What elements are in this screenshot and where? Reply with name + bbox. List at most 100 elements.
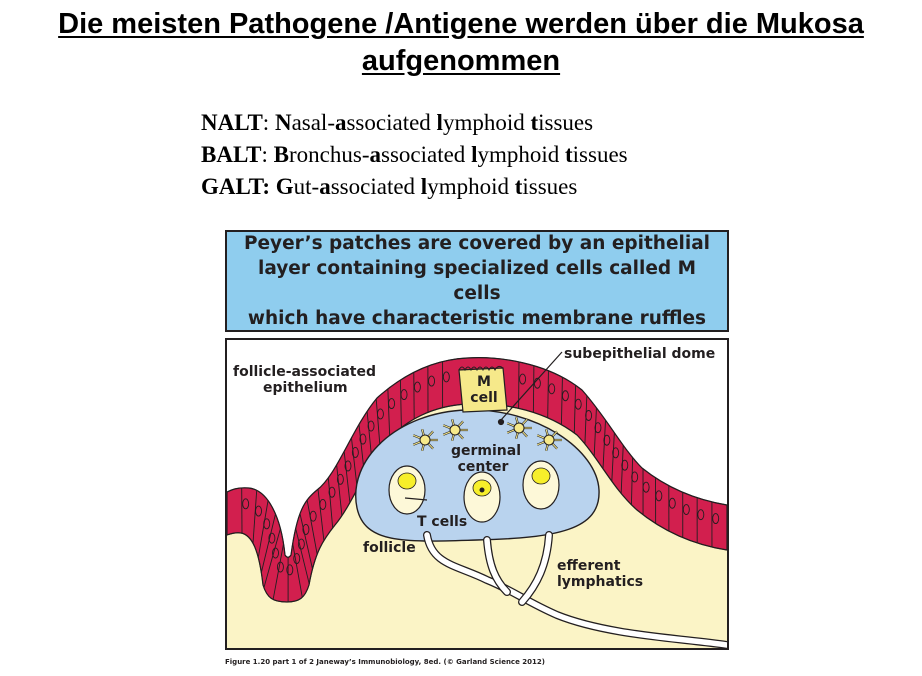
peyers-patch-diagram: follicle-associated epithelium M cell su… <box>225 338 729 650</box>
figure-heading-line1: Peyer’s patches are covered by an epithe… <box>243 233 711 254</box>
epithelial-cell-border <box>620 445 624 494</box>
figure-heading-box: Peyer’s patches are covered by an epithe… <box>225 230 729 332</box>
epithelial-cell-border <box>584 395 588 444</box>
epithelial-nucleus <box>712 513 720 525</box>
germinal-center-left <box>397 472 417 490</box>
epithelial-nucleus <box>359 433 367 445</box>
follicle-group <box>388 460 560 523</box>
germinal-center-right <box>531 467 551 485</box>
epithelial-nucleus <box>286 564 294 576</box>
acronym-abbr: BALT <box>201 142 262 167</box>
epithelial-nucleus <box>367 420 375 432</box>
epithelial-nucleus <box>336 473 344 485</box>
epithelial-cell-border <box>299 513 313 569</box>
epithelial-cell-border <box>343 451 351 503</box>
epithelial-cell-border <box>306 499 318 555</box>
epithelial-nucleus <box>272 547 279 559</box>
epithelial-nucleus <box>631 471 639 483</box>
epithelial-nucleus <box>413 381 421 393</box>
germinal-center-label-line1: germinal <box>451 443 522 459</box>
fae-label-line2: epithelium <box>263 380 348 396</box>
epithelial-nucleus <box>682 504 690 515</box>
figure-heading-line2: layer containing specialized cells calle… <box>257 258 696 304</box>
epithelial-nucleus <box>594 422 602 434</box>
epithelial-cell-border <box>399 380 402 428</box>
epithelial-nucleus <box>293 553 301 565</box>
dendritic-cell <box>506 416 532 440</box>
epithelial-nucleus <box>344 460 352 472</box>
epithelial-cell-border <box>327 477 334 528</box>
epithelial-nucleus <box>561 390 569 402</box>
epithelial-nucleus <box>268 532 276 544</box>
acronym-line-balt: BALT: Bronchus-associated lymphoid tissu… <box>201 142 628 167</box>
epithelial-cell-border <box>573 385 577 433</box>
epithelial-nucleus <box>428 375 436 387</box>
epithelial-nucleus <box>655 490 663 502</box>
germinal-center-label-line2: center <box>457 459 509 475</box>
acronym-line-nalt: NALT: Nasal-associated lymphoid tissues <box>201 110 594 135</box>
epithelial-cell-border <box>532 365 535 413</box>
slide-title: Die meisten Pathogene /Antigene werden ü… <box>0 6 922 80</box>
epithelial-nucleus <box>574 398 582 410</box>
epithelial-nucleus <box>255 505 262 517</box>
acronym-abbr: NALT <box>201 110 263 135</box>
epithelial-cell-border <box>547 370 549 418</box>
epithelial-nucleus <box>242 498 250 510</box>
epithelial-nucleus <box>442 371 450 383</box>
epithelial-nucleus <box>276 561 284 573</box>
follicle-left <box>388 465 426 515</box>
epithelial-cell-border <box>260 513 276 573</box>
acronym-line-galt: GALT: Gut-associated lymphoid tissues <box>201 174 578 199</box>
slide-title-line2: aufgenommen <box>361 45 561 77</box>
epithelial-cell-border <box>375 398 381 450</box>
efferent-label-line2: lymphatics <box>557 574 644 590</box>
epithelial-cell-border <box>630 457 634 505</box>
epithelial-nucleus <box>668 497 676 509</box>
epithelial-nucleus <box>319 499 327 510</box>
epithelial-cell-border <box>560 377 563 425</box>
epithelial-nucleus <box>585 410 593 421</box>
germinal-center-pointer-dot <box>479 487 485 493</box>
epithelial-nucleus <box>642 481 650 493</box>
dendritic-cell <box>442 418 468 442</box>
epithelial-cell-border <box>295 528 310 584</box>
epithelial-nucleus <box>351 447 359 458</box>
epithelial-cell-border <box>387 388 391 438</box>
epithelial-nucleus <box>263 518 271 530</box>
epithelial-nucleus <box>519 373 527 385</box>
epithelial-cell-border <box>263 528 281 588</box>
epithelial-cell-border <box>593 407 597 457</box>
peyers-patch-illustration <box>227 340 727 648</box>
intestinal-lumen <box>227 340 727 558</box>
epithelial-cell-border <box>257 500 269 558</box>
epithelial-nucleus <box>328 486 336 498</box>
subepithelial-dome-label: subepithelial dome <box>564 346 716 362</box>
slide-title-line1: Die meisten Pathogene /Antigene werden ü… <box>58 8 864 40</box>
epithelial-nucleus <box>612 447 620 459</box>
epithelial-cell-border <box>292 543 303 598</box>
epithelial-cell-border <box>252 490 258 544</box>
efferent-lymphatics-label: efferent lymphatics <box>557 558 643 590</box>
epithelial-cell-border <box>351 437 358 490</box>
follicle-right <box>522 460 560 510</box>
dendritic-cell <box>536 428 562 452</box>
efferent-lymphatic-vessels <box>423 531 727 648</box>
epithelial-nucleus <box>548 383 556 395</box>
t-cells-label: T cells <box>417 514 468 530</box>
figure-heading-line3: which have characteristic membrane ruffl… <box>247 308 707 329</box>
epithelial-nucleus <box>621 459 629 471</box>
dendritic-cell <box>412 428 438 452</box>
acronym-abbr: GALT: <box>201 174 271 199</box>
m-cell-label-line2: cell <box>470 390 498 406</box>
fae-label-line1: follicle-associated <box>233 364 376 380</box>
epithelial-nucleus <box>309 510 317 522</box>
epithelial-cell-border <box>611 432 615 482</box>
epithelial-nucleus <box>697 509 705 521</box>
m-cell-label-line1: M <box>477 374 491 390</box>
germinal-center-label: germinal center <box>451 443 522 475</box>
epithelial-nucleus <box>302 524 310 535</box>
fae-label: follicle-associated epithelium <box>233 364 376 396</box>
epithelial-cell-border <box>336 464 343 516</box>
epithelial-nucleus <box>400 389 408 401</box>
